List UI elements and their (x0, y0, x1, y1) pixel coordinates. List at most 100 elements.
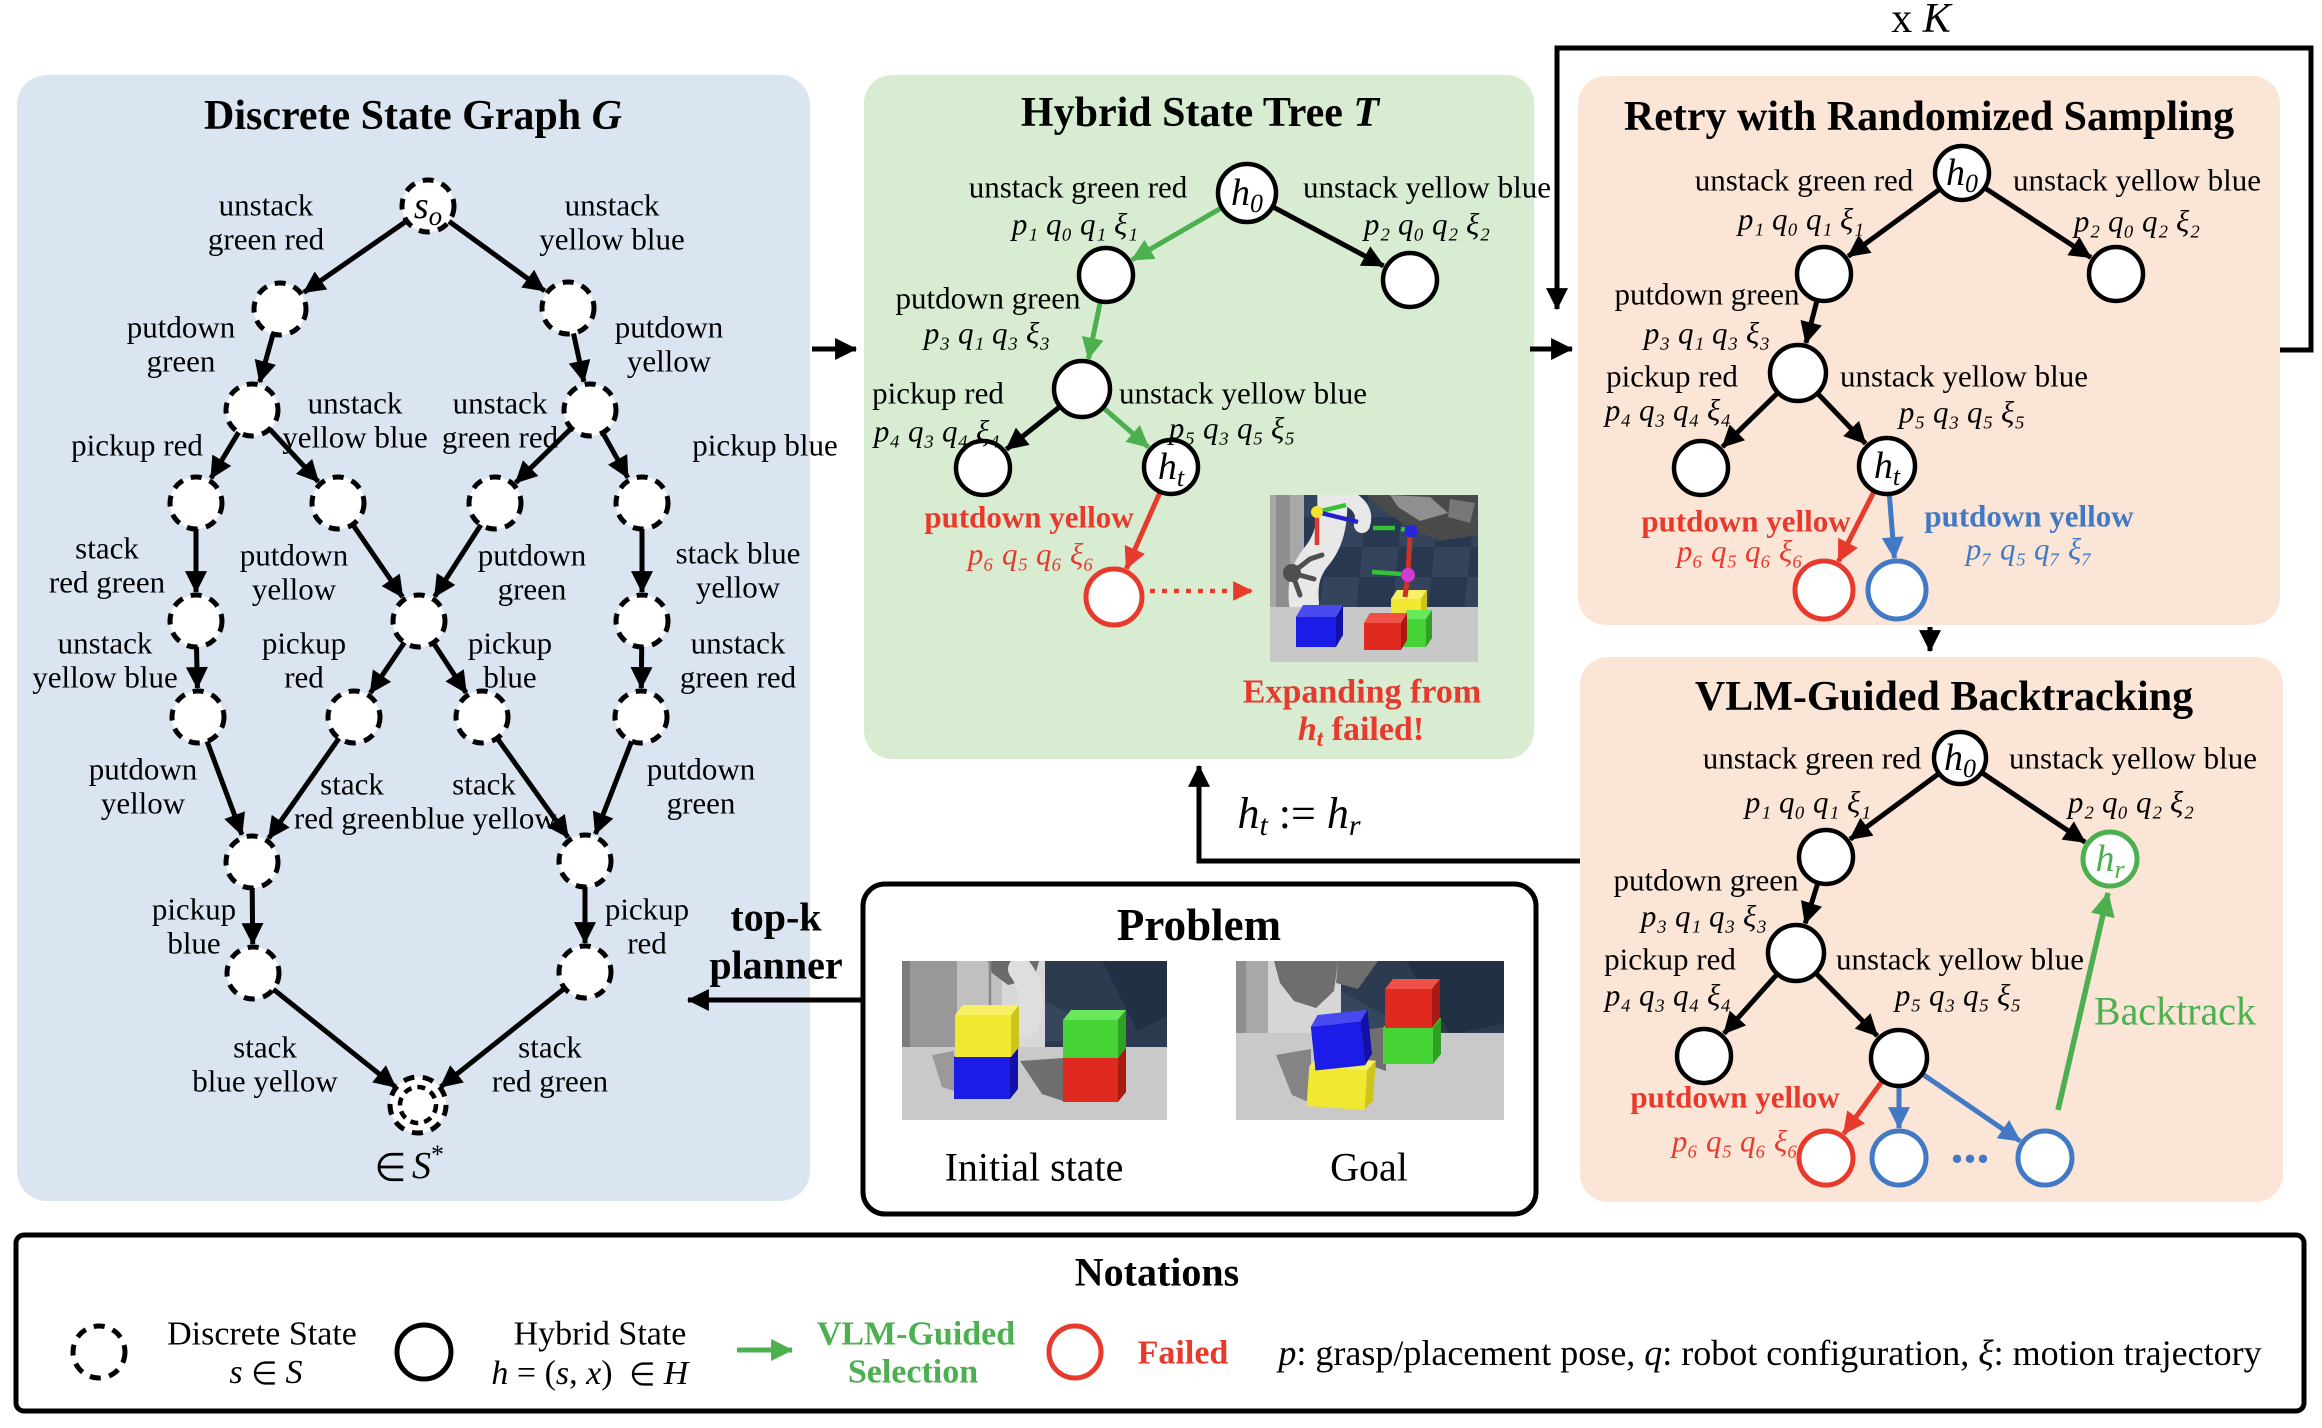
svg-text:p₄ q₃ q₄ ξ₄: p₄ q₃ q₄ ξ₄ (1603, 393, 1731, 428)
svg-text:Hybrid State: Hybrid State (514, 1316, 687, 1353)
svg-text:unstack yellow blue: unstack yellow blue (1836, 942, 2084, 977)
svg-text:stack: stack (452, 767, 516, 802)
svg-text:Backtrack: Backtrack (2094, 989, 2256, 1034)
svg-text:p₁ q₀ q₁ ξ₁: p₁ q₀ q₁ ξ₁ (1736, 202, 1864, 237)
svg-text:pickup red: pickup red (71, 428, 203, 463)
svg-text:putdown: putdown (478, 538, 587, 573)
svg-text:stack: stack (75, 531, 139, 566)
svg-text:planner: planner (709, 943, 842, 988)
svg-text:p₅ q₃ q₅ ξ₅: p₅ q₃ q₅ ξ₅ (1897, 395, 2025, 430)
svg-text:p₆ q₅ q₆ ξ₆: p₆ q₅ q₆ ξ₆ (966, 537, 1094, 572)
svg-text:Problem: Problem (1117, 900, 1281, 950)
svg-text:Goal: Goal (1330, 1145, 1408, 1190)
svg-text:Discrete State Graph G: Discrete State Graph G (204, 93, 622, 139)
svg-text:putdown yellow: putdown yellow (1630, 1080, 1840, 1115)
svg-text:Failed: Failed (1138, 1335, 1229, 1372)
svg-text:unstack green red: unstack green red (969, 170, 1188, 205)
svg-text:p₃ q₁ q₃ ξ₃: p₃ q₁ q₃ ξ₃ (1639, 899, 1767, 934)
svg-text:red green: red green (49, 565, 166, 600)
svg-text:unstack yellow blue: unstack yellow blue (1303, 170, 1551, 205)
svg-text:red: red (284, 660, 324, 695)
svg-text:pickup: pickup (262, 626, 346, 661)
svg-text:p₅ q₃ q₅ ξ₅: p₅ q₃ q₅ ξ₅ (1167, 411, 1295, 446)
svg-text:p₆ q₅ q₆ ξ₆: p₆ q₅ q₆ ξ₆ (1675, 534, 1803, 569)
svg-text:unstack: unstack (453, 386, 548, 421)
svg-text:putdown green: putdown green (1613, 863, 1799, 898)
svg-text:yellow: yellow (101, 786, 186, 821)
svg-text:putdown yellow: putdown yellow (924, 500, 1134, 535)
svg-text:putdown green: putdown green (895, 281, 1081, 316)
svg-text:p₃ q₁ q₃ ξ₃: p₃ q₁ q₃ ξ₃ (922, 316, 1050, 351)
svg-text:p₂ q₀ q₂ ξ₂: p₂ q₀ q₂ ξ₂ (1362, 207, 1490, 242)
svg-text:blue yellow: blue yellow (192, 1064, 338, 1099)
svg-text:yellow blue: yellow blue (539, 222, 685, 257)
svg-text:p₃ q₁ q₃ ξ₃: p₃ q₁ q₃ ξ₃ (1642, 316, 1770, 351)
svg-text:stack: stack (320, 767, 384, 802)
svg-text:unstack: unstack (691, 626, 786, 661)
svg-text:unstack: unstack (308, 386, 403, 421)
svg-text:putdown: putdown (647, 752, 756, 787)
svg-text:pickup red: pickup red (1604, 942, 1736, 977)
svg-text:pickup: pickup (605, 892, 689, 927)
svg-text:putdown yellow: putdown yellow (1924, 499, 2134, 534)
svg-text:so: so (414, 185, 442, 231)
svg-text:Expanding from: Expanding from (1243, 674, 1481, 711)
svg-text:p₇ q₅ q₇ ξ₇: p₇ q₅ q₇ ξ₇ (1964, 532, 2092, 567)
svg-text:...: ... (1951, 1118, 1990, 1175)
svg-text:h = (s, x): h = (s, x) (491, 1355, 612, 1392)
svg-text:VLM-Guided Backtracking: VLM-Guided Backtracking (1695, 674, 2193, 720)
svg-text:Selection: Selection (848, 1354, 978, 1391)
svg-text:p₆ q₅ q₆ ξ₆: p₆ q₅ q₆ ξ₆ (1670, 1124, 1798, 1159)
svg-text:stack blue: stack blue (676, 536, 801, 571)
svg-text:red green: red green (294, 801, 411, 836)
svg-text:Retry with Randomized Sampling: Retry with Randomized Sampling (1624, 94, 2234, 140)
svg-text:putdown: putdown (240, 538, 349, 573)
svg-text:p₄ q₃ q₄ ξ₄: p₄ q₃ q₄ ξ₄ (1603, 978, 1731, 1013)
svg-text:red green: red green (492, 1064, 609, 1099)
svg-text:VLM-Guided: VLM-Guided (817, 1316, 1015, 1353)
svg-text:Initial state: Initial state (945, 1145, 1124, 1190)
svg-text:blue yellow: blue yellow (411, 801, 557, 836)
svg-text:blue: blue (167, 926, 220, 961)
svg-text:p₄ q₃ q₄ ξ₄: p₄ q₃ q₄ ξ₄ (872, 414, 1000, 449)
svg-text:H: H (663, 1355, 691, 1392)
svg-text:hr: hr (2095, 838, 2125, 884)
svg-text:green: green (667, 786, 736, 821)
svg-text:unstack: unstack (565, 188, 660, 223)
svg-text:pickup red: pickup red (872, 376, 1004, 411)
svg-text:pickup: pickup (468, 626, 552, 661)
svg-text:S*: S* (412, 1140, 444, 1188)
svg-text:h0: h0 (1231, 172, 1263, 218)
svg-text:top-k: top-k (730, 895, 822, 940)
svg-text:yellow blue: yellow blue (282, 420, 428, 455)
svg-text:yellow: yellow (627, 344, 712, 379)
svg-text:pickup: pickup (152, 892, 236, 927)
svg-text:unstack green red: unstack green red (1695, 163, 1914, 198)
svg-text:putdown green: putdown green (1614, 277, 1800, 312)
svg-text:yellow: yellow (696, 570, 781, 605)
svg-text:putdown: putdown (127, 310, 236, 345)
svg-text:ht failed!: ht failed! (1298, 711, 1424, 751)
svg-text:unstack green red: unstack green red (1703, 741, 1922, 776)
svg-text:red: red (627, 926, 667, 961)
svg-text:green red: green red (680, 660, 797, 695)
svg-text:green: green (498, 572, 567, 607)
svg-text:p: grasp/placement pose, q: ro: p: grasp/placement pose, q: robot config… (1275, 1333, 2261, 1373)
svg-text:Discrete State: Discrete State (167, 1316, 357, 1353)
svg-text:p₅ q₃ q₅ ξ₅: p₅ q₃ q₅ ξ₅ (1893, 978, 2021, 1013)
svg-text:unstack yellow blue: unstack yellow blue (1840, 359, 2088, 394)
svg-text:green red: green red (208, 222, 325, 257)
svg-text:p₁ q₀ q₁ ξ₁: p₁ q₀ q₁ ξ₁ (1743, 785, 1871, 820)
svg-text:stack: stack (518, 1030, 582, 1065)
svg-text:h0: h0 (1944, 737, 1976, 783)
svg-text:yellow: yellow (252, 572, 337, 607)
svg-text:putdown: putdown (89, 752, 198, 787)
svg-text:unstack yellow blue: unstack yellow blue (2013, 163, 2261, 198)
svg-text:Hybrid State Tree T: Hybrid State Tree T (1021, 90, 1381, 136)
svg-text:putdown yellow: putdown yellow (1641, 504, 1851, 539)
svg-text:S: S (286, 1354, 303, 1391)
svg-text:Notations: Notations (1075, 1250, 1239, 1295)
svg-text:ht: ht (1158, 446, 1185, 492)
svg-text:unstack: unstack (219, 188, 314, 223)
svg-text:pickup blue: pickup blue (692, 428, 838, 463)
